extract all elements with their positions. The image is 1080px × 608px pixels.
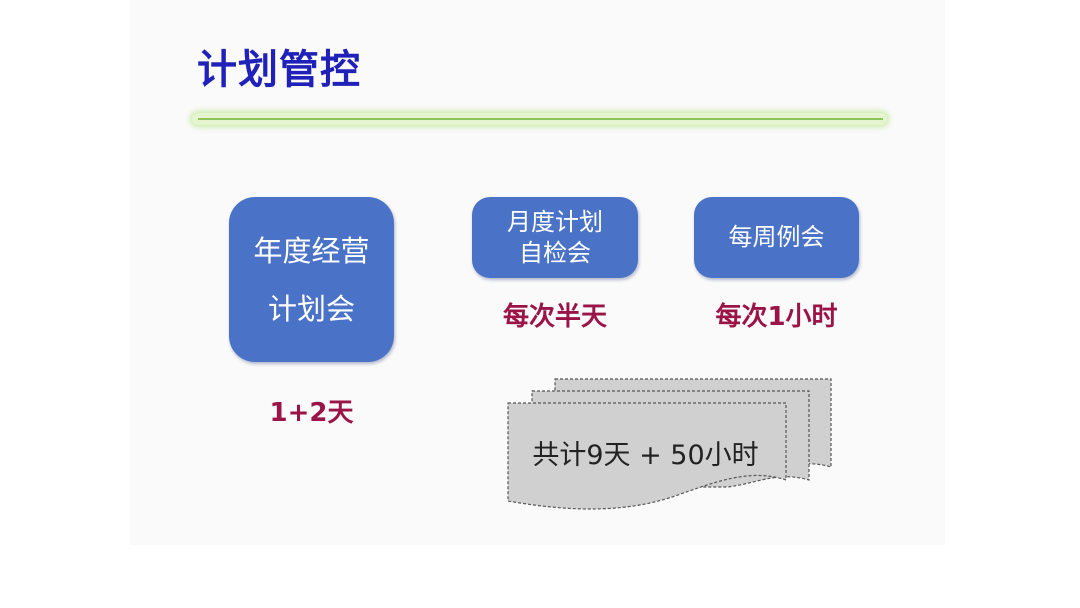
monthly-box-line1: 月度计划 (507, 207, 603, 236)
annual-box-line1: 年度经营 (253, 233, 370, 268)
title-underline (198, 118, 883, 120)
slide-title: 计划管控 (197, 47, 361, 93)
weekly-box-line1: 每周例会 (728, 223, 825, 251)
weekly-duration: 每次1小时 (715, 302, 838, 332)
monthly-duration: 每次半天 (502, 302, 607, 332)
document-front (507, 402, 787, 510)
stacked-documents-icon (507, 378, 832, 510)
monthly-plan-meeting-box: 月度计划 自检会 (472, 197, 638, 278)
multi-document-shape (500, 370, 840, 520)
weekly-meeting-box: 每周例会 (694, 197, 859, 278)
total-time-text: 共计9天 + 50小时 (532, 440, 759, 471)
annual-box-line2: 计划会 (267, 291, 355, 326)
monthly-box-line2: 自检会 (519, 238, 591, 267)
annual-plan-meeting-box: 年度经营 计划会 (229, 197, 394, 362)
annual-duration: 1+2天 (269, 398, 354, 428)
